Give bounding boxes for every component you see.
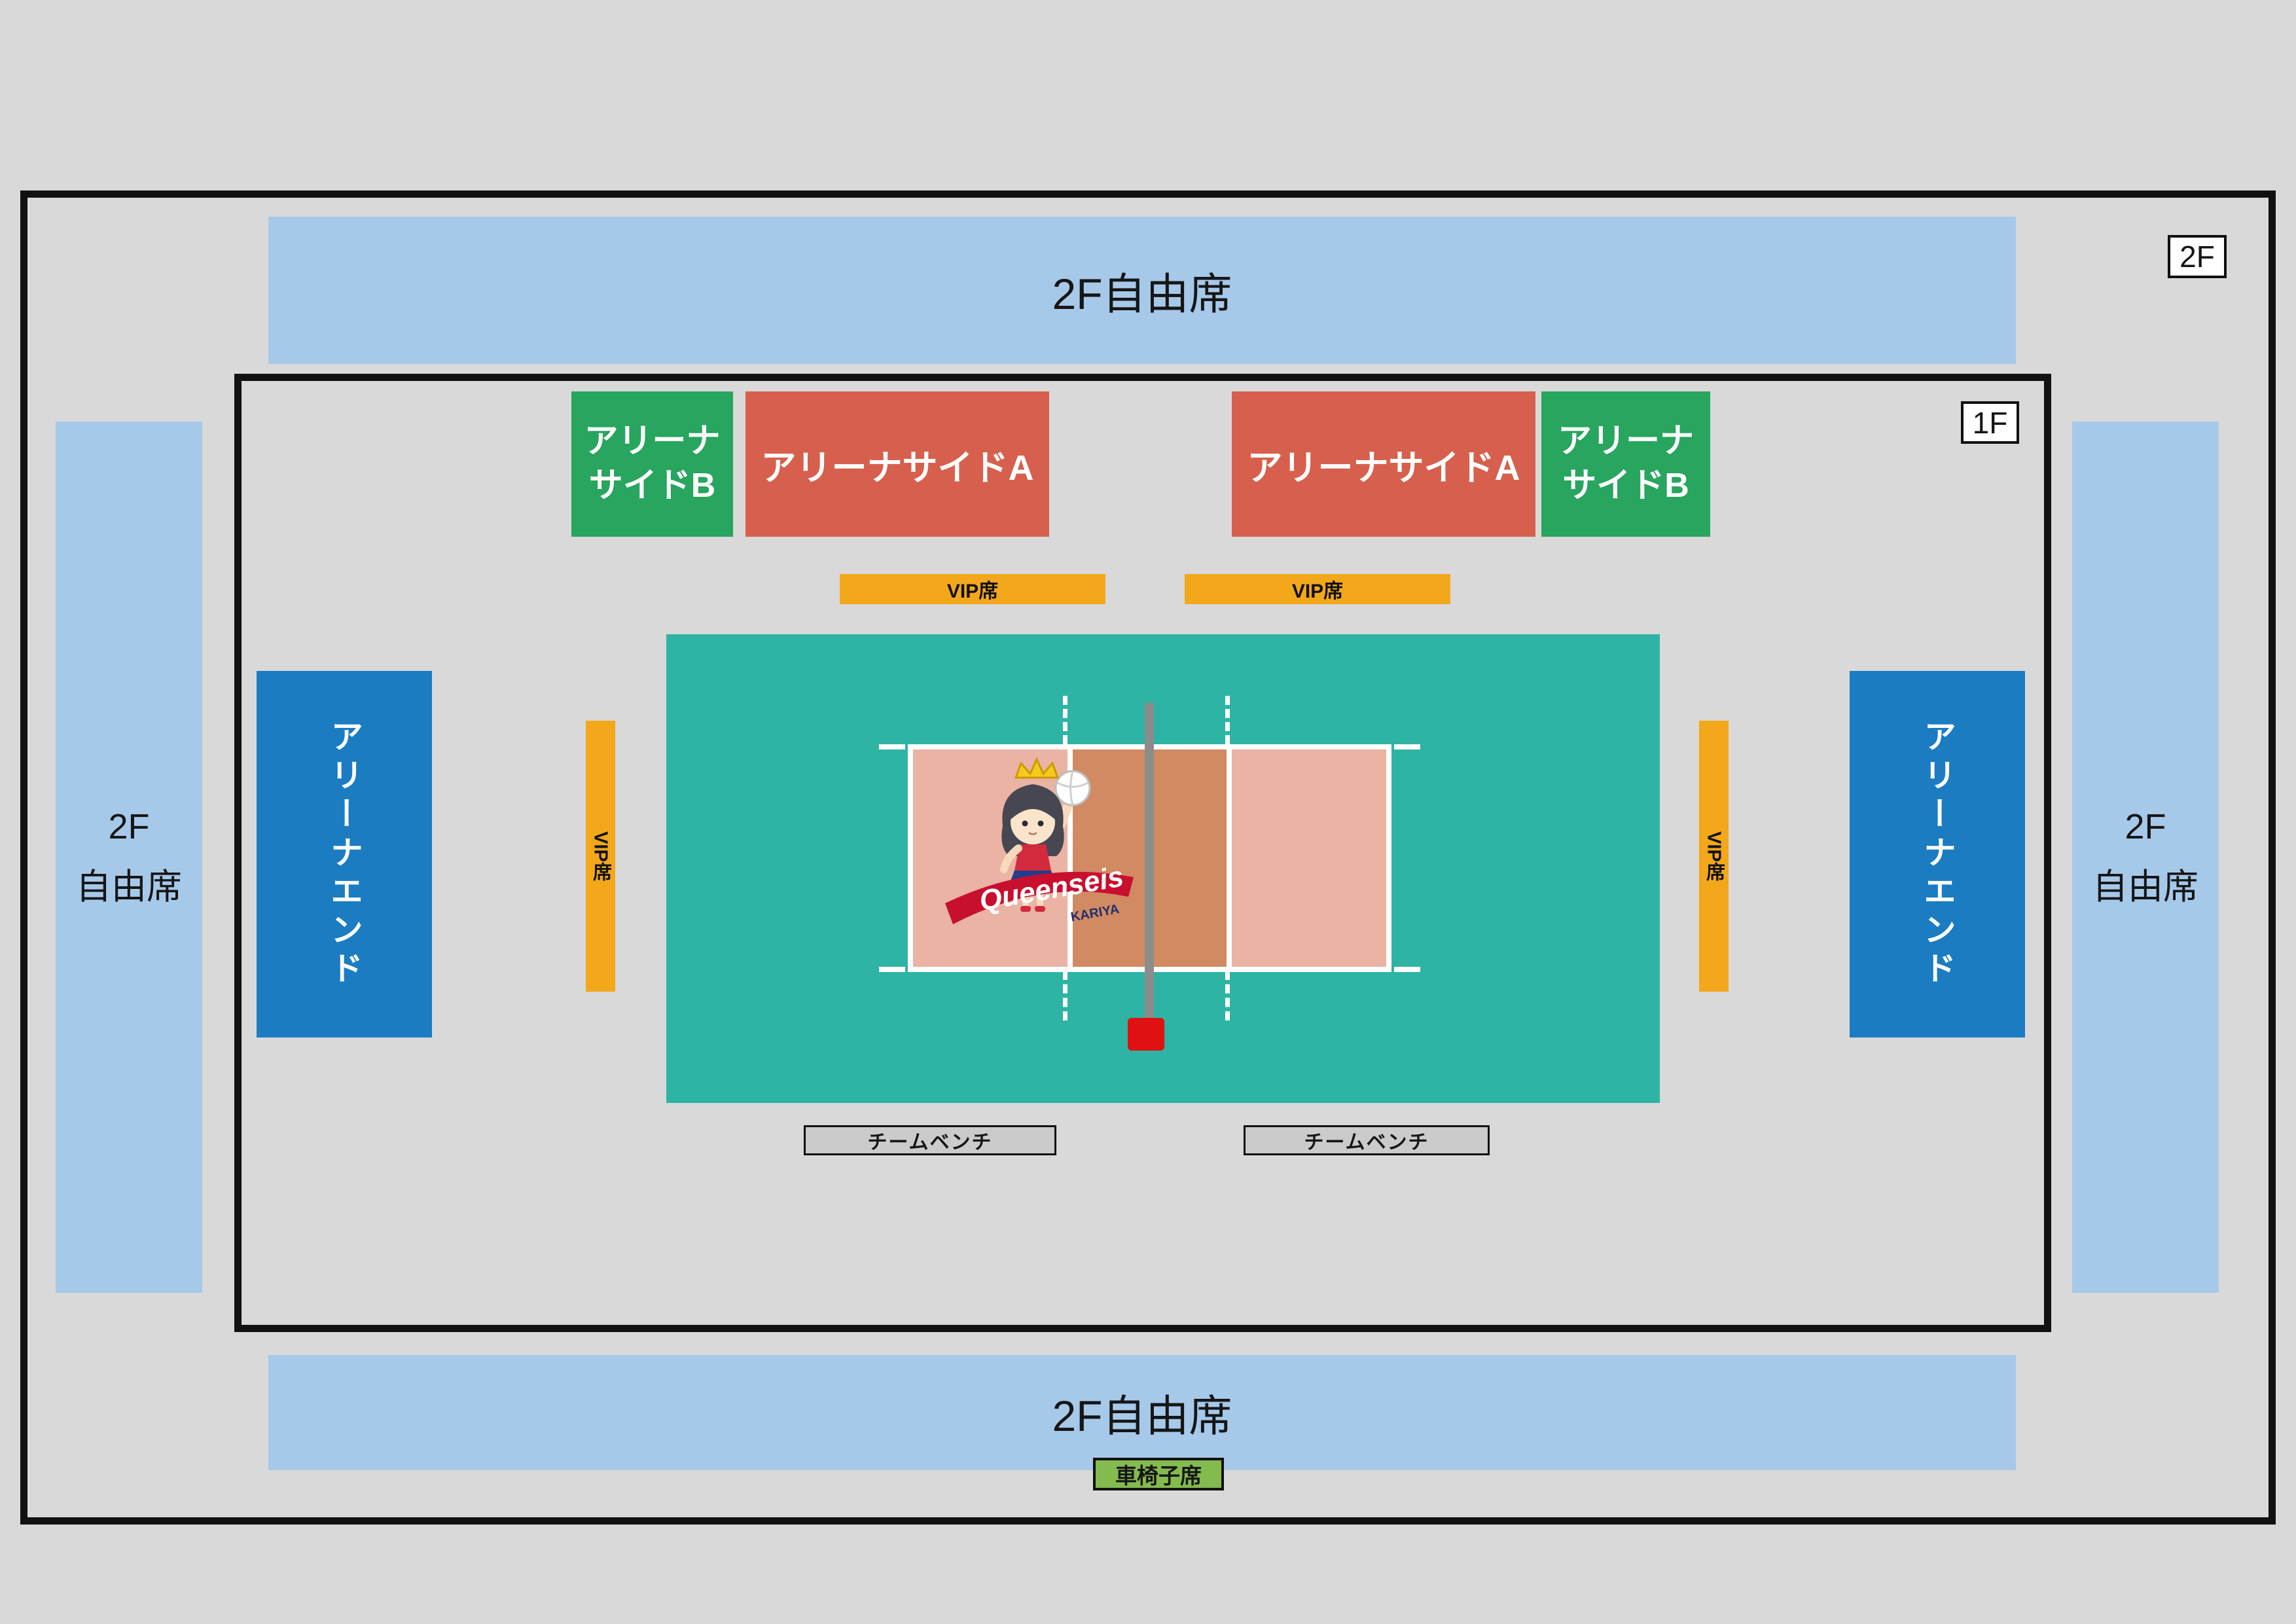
team-bench-left: チームベンチ [804,1125,1056,1155]
floor-2f-boundary [20,190,2276,1525]
attack-line-extension-right-top [1225,696,1230,744]
mascot-shoe-right [1035,906,1045,912]
volleyball-court [908,744,1391,972]
stand-2f-free-bottom-label: 2F自由席 [1052,1392,1232,1440]
arena-side-b-right-line1: アリーナ [1557,422,1694,461]
mascot-bangs [1011,795,1055,820]
stand-2f-free-right-line1: 2F [2125,806,2166,846]
arena-side-a-left-label: アリーナサイドA [761,448,1034,488]
mascot-smile [1028,831,1037,835]
stand-2f-free-top-label: 2F自由席 [1052,269,1232,318]
team-mascot-logo: Queenseis KARIYA [945,757,1134,925]
team-bench-right: チームベンチ [1244,1125,1490,1155]
mascot-arm-down [1000,844,1022,873]
crown-icon [1014,757,1060,779]
arena-side-a-right: アリーナサイドA [1232,391,1535,537]
wheelchair-seat-label: 車椅子席 [1115,1464,1202,1488]
arena-end-right-label: アリーナエンド [1919,719,1956,990]
vip-seats-side-left-label: VIP席 [590,831,611,881]
mascot-leg-right [1037,888,1043,907]
mascot-eye-right [1037,820,1044,827]
vip-seats-side-right-label: VIP席 [1703,831,1725,881]
stand-2f-free-right: 2F 自由席 [2072,422,2219,1293]
stand-2f-free-left: 2F 自由席 [56,422,202,1293]
mascot-torso [1014,844,1051,871]
arena-side-b-right-line2: サイドB [1562,467,1689,505]
referee-stand-marker [1128,1018,1164,1051]
arena-side-b-left: アリーナ サイドB [571,391,733,537]
wheelchair-seat: 車椅子席 [1093,1458,1224,1490]
floor-2f-badge: 2F [2168,235,2227,278]
attack-line-right [1227,749,1232,967]
attack-line-extension-left-top [1063,696,1067,744]
stand-2f-free-right-line2: 自由席 [2092,867,2198,907]
net-line [1145,703,1154,1026]
vip-seats-side-left: VIP席 [586,721,615,992]
floor-2f-badge-label: 2F [2179,240,2215,274]
floor-1f-badge-label: 1F [1972,405,2008,440]
attack-line-left [1067,749,1073,967]
attack-line-extension-left-bottom [1063,971,1067,1020]
court-zone-right [1232,749,1387,967]
mascot-leg-left [1022,888,1029,907]
team-bench-left-label: チームベンチ [867,1132,993,1153]
stand-2f-free-bottom: 2F自由席 [268,1355,2016,1470]
vip-seats-top-left: VIP席 [840,574,1105,604]
stand-2f-free-left-line1: 2F [108,806,150,846]
vip-seats-top-right-label: VIP席 [1291,581,1344,602]
attack-line-extension-right-bottom [1225,971,1230,1020]
sideline-tick-top-right [1394,744,1420,749]
arena-end-right: アリーナエンド [1850,671,2025,1038]
arena-end-left: アリーナエンド [257,671,432,1038]
vip-seats-top-left-label: VIP席 [946,581,999,602]
arena-side-b-right-label: アリーナ サイドB [1558,420,1694,508]
sideline-tick-bottom-right [1394,967,1420,972]
arena-side-a-right-label: アリーナサイドA [1247,448,1520,488]
mascot-eye-left [1022,820,1028,827]
volleyball-seams [1057,770,1088,806]
logo-city-text: KARIYA [1069,902,1121,925]
arena-end-left-label: アリーナエンド [326,719,363,990]
arena-side-b-left-line1: アリーナ [584,422,721,461]
stand-2f-free-right-label: 2F 自由席 [2092,797,2198,918]
team-bench-right-label: チームベンチ [1304,1132,1429,1153]
stand-2f-free-left-label: 2F 自由席 [76,797,182,918]
vip-seats-top-right: VIP席 [1185,574,1450,604]
mascot-shoe-left [1020,906,1031,912]
logo-ribbon [945,871,1134,924]
arena-side-b-left-label: アリーナ サイドB [584,420,720,508]
sideline-tick-bottom-left [879,967,905,972]
volleyball-icon [1054,770,1091,806]
floor-1f-boundary [234,374,2051,1332]
sideline-tick-top-left [879,744,905,749]
floor-1f-badge: 1F [1961,401,2019,444]
arena-side-a-left: アリーナサイドA [745,391,1049,537]
stand-2f-free-left-line2: 自由席 [76,867,182,907]
court-floor: Queenseis KARIYA [666,634,1660,1103]
stand-2f-free-top: 2F自由席 [268,217,2016,364]
arena-side-b-right: アリーナ サイドB [1541,391,1710,537]
vip-seats-side-right: VIP席 [1699,721,1729,992]
arena-side-b-left-line2: サイドB [588,467,716,505]
